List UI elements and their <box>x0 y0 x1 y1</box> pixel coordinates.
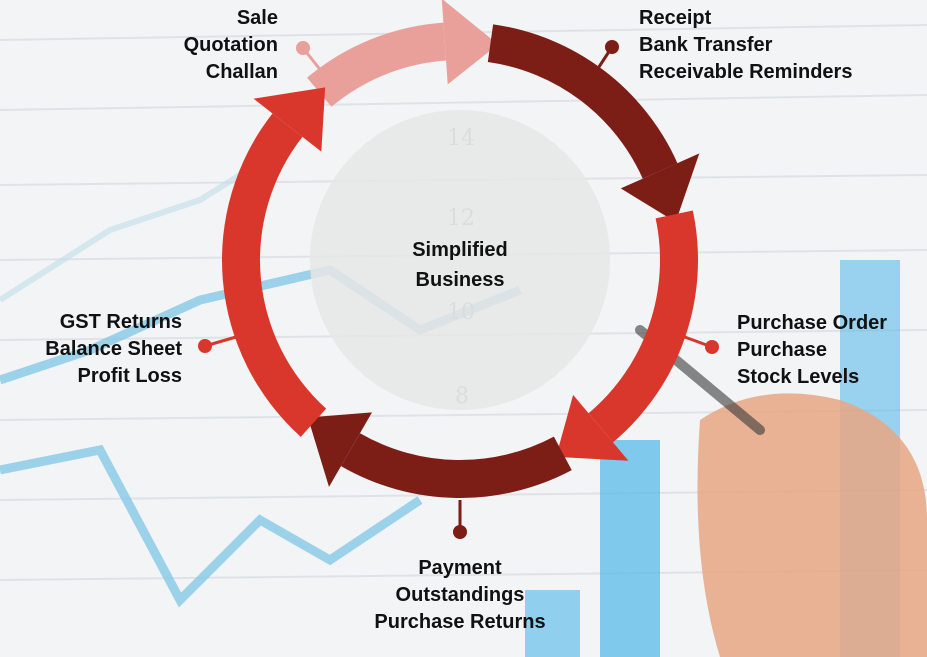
receipts-arrow-segment <box>487 24 678 179</box>
reports-arrow-head <box>253 87 326 152</box>
payments-connector-dot <box>453 525 467 539</box>
center-title-line1: Simplified <box>412 239 508 261</box>
sales-label-group: Sale Quotation Challan <box>184 5 278 86</box>
purchase-connector-dot <box>705 340 719 354</box>
center-circle <box>310 110 610 410</box>
receipts-connector-dot <box>605 40 619 54</box>
center-title-line2: Business <box>415 269 505 291</box>
reports-label-group: GST Returns Balance Sheet Profit Loss <box>45 309 182 390</box>
sales-arrow-head <box>441 0 499 85</box>
purchase-arrow-head <box>556 394 629 461</box>
reports-item: Profit Loss <box>77 365 182 387</box>
receipts-item: Receipt <box>639 7 712 29</box>
payments-item: Payment <box>418 557 502 579</box>
sales-arrow-segment <box>307 22 447 107</box>
receipts-label-group: Receipt Bank Transfer Receivable Reminde… <box>639 5 852 86</box>
receipts-item: Receivable Reminders <box>639 61 853 83</box>
reports-item: Balance Sheet <box>45 338 182 360</box>
purchase-item: Stock Levels <box>737 366 860 388</box>
payments-label-group: Payment Outstandings Purchase Returns <box>340 555 580 636</box>
reports-connector-dot <box>198 339 212 353</box>
center-title: Simplified Business <box>380 235 540 295</box>
purchase-item: Purchase Order <box>737 312 888 334</box>
sales-connector-dot <box>296 41 310 55</box>
payments-item: Purchase Returns <box>374 611 546 633</box>
purchase-label-group: Purchase Order Purchase Stock Levels <box>737 310 887 391</box>
purchase-arrow-segment <box>588 210 698 443</box>
sales-item: Challan <box>205 61 278 83</box>
receipts-item: Bank Transfer <box>639 34 773 56</box>
reports-arrow-segment <box>221 113 327 437</box>
purchase-item: Purchase <box>737 339 828 361</box>
reports-item: GST Returns <box>59 311 182 333</box>
payments-item: Outstandings <box>395 584 525 606</box>
payments-arrow-segment <box>341 433 572 498</box>
sales-item: Quotation <box>183 34 278 56</box>
payments-arrow-head <box>307 412 372 487</box>
receipts-arrow-head <box>620 153 700 222</box>
sales-item: Sale <box>236 7 278 29</box>
